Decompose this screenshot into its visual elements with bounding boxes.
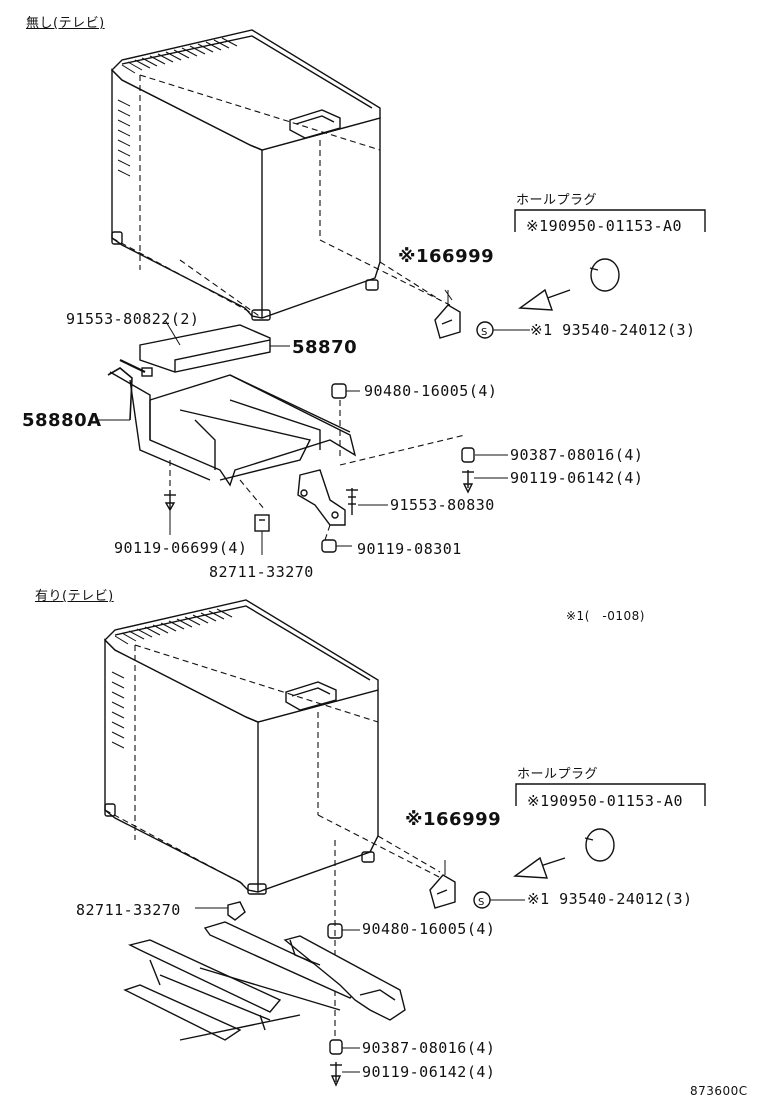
label-82711-top: 82711-33270 xyxy=(209,563,314,581)
label-58870: 58870 xyxy=(292,337,358,358)
label-90387-top: 90387-08016(4) xyxy=(510,446,644,464)
label-91553-80830: 91553-80830 xyxy=(390,496,495,514)
label-66999-bottom: ※166999 xyxy=(405,809,502,830)
label-hole-plug-part-bottom: ※190950-01153-A0 xyxy=(527,792,684,810)
label-90119-06699: 90119-06699(4) xyxy=(114,539,248,557)
bottom-bracket-66999: S xyxy=(429,860,525,909)
label-90387-bottom: 90387-08016(4) xyxy=(362,1039,496,1057)
section-title-no-tv: 無し(テレビ) xyxy=(26,16,105,31)
label-hole-plug-title-bottom: ホールプラグ xyxy=(517,767,599,782)
section-title-with-tv: 有り(テレビ) xyxy=(35,589,114,604)
label-hole-plug-part-top: ※190950-01153-A0 xyxy=(526,217,683,235)
svg-text:S: S xyxy=(481,327,487,338)
label-93540-top: ※1 93540-24012(3) xyxy=(530,321,696,339)
label-90119-06142-top: 90119-06142(4) xyxy=(510,469,644,487)
top-refrigerator-box xyxy=(111,29,451,321)
top-leader-lines xyxy=(95,289,530,506)
top-fasteners xyxy=(119,359,475,555)
label-66999-top: ※166999 xyxy=(398,246,495,267)
top-bracket-66999: S xyxy=(434,290,525,339)
label-90480-bottom: 90480-16005(4) xyxy=(362,920,496,938)
label-hole-plug-title-top: ホールプラグ xyxy=(516,193,598,208)
label-90119-06142-bottom: 90119-06142(4) xyxy=(362,1063,496,1081)
note-text: ※1( -0108) xyxy=(566,609,645,623)
label-90119-08301: 90119-08301 xyxy=(357,540,462,558)
bottom-hole-plug-box xyxy=(513,783,706,879)
figure-code: 873600C xyxy=(690,1084,748,1098)
top-hole-plug-box xyxy=(514,209,706,311)
label-93540-bottom: ※1 93540-24012(3) xyxy=(527,890,693,908)
bottom-refrigerator-box xyxy=(104,599,446,1040)
label-90480-top: 90480-16005(4) xyxy=(364,382,498,400)
top-mounting-frame xyxy=(107,324,466,541)
bottom-fasteners xyxy=(195,901,360,1087)
bottom-mounting-frame xyxy=(123,921,406,1041)
label-82711-bottom: 82711-33270 xyxy=(76,901,181,919)
svg-text:S: S xyxy=(478,897,484,908)
label-58880A: 58880A xyxy=(22,410,102,431)
label-91553-80822: 91553-80822(2) xyxy=(66,310,200,328)
